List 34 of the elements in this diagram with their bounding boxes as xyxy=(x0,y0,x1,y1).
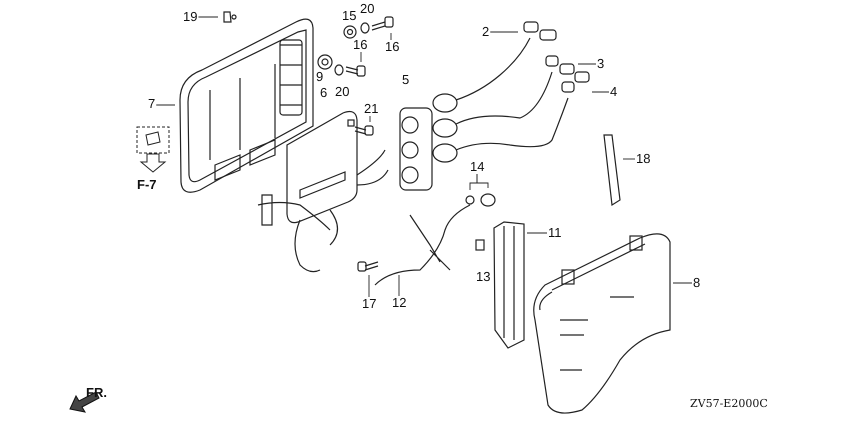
callout-number: 11 xyxy=(548,226,562,240)
callout-number: 14 xyxy=(470,160,484,174)
callout-number: 20 xyxy=(335,85,350,99)
leader-line xyxy=(360,52,362,62)
callout-number: 4 xyxy=(610,85,618,99)
drawing-code: ZV57-E2000C xyxy=(690,397,768,411)
callout-number: 9 xyxy=(316,70,324,84)
callout-number: 21 xyxy=(364,102,378,116)
callout-number: 12 xyxy=(392,296,406,310)
callout-number: 20 xyxy=(360,2,374,16)
leader-line xyxy=(622,158,636,160)
callout-number: 18 xyxy=(636,152,650,166)
leader-line xyxy=(476,174,488,188)
callout-number: 7 xyxy=(148,97,156,111)
callout-number: 2 xyxy=(482,25,490,39)
leader-line xyxy=(526,232,548,234)
leader-line xyxy=(390,32,392,40)
callout-number: 3 xyxy=(597,57,604,71)
direction-label: FR. xyxy=(86,386,107,400)
reference-label: F-7 xyxy=(137,178,156,192)
leader-line xyxy=(198,16,218,18)
leader-line xyxy=(156,104,176,106)
callout-number: 15 xyxy=(342,9,356,23)
callout-number: 16 xyxy=(353,38,368,52)
callout-number: 5 xyxy=(402,73,410,87)
callout-number: 17 xyxy=(362,297,376,311)
leader-line xyxy=(672,282,692,284)
callout-number: 6 xyxy=(320,86,328,100)
leader-line xyxy=(368,274,370,298)
callout-number: 19 xyxy=(183,10,198,24)
callout-number: 8 xyxy=(693,276,700,290)
leader-line xyxy=(398,274,400,296)
callout-number: 16 xyxy=(385,40,400,54)
callout-number: 13 xyxy=(476,270,490,284)
